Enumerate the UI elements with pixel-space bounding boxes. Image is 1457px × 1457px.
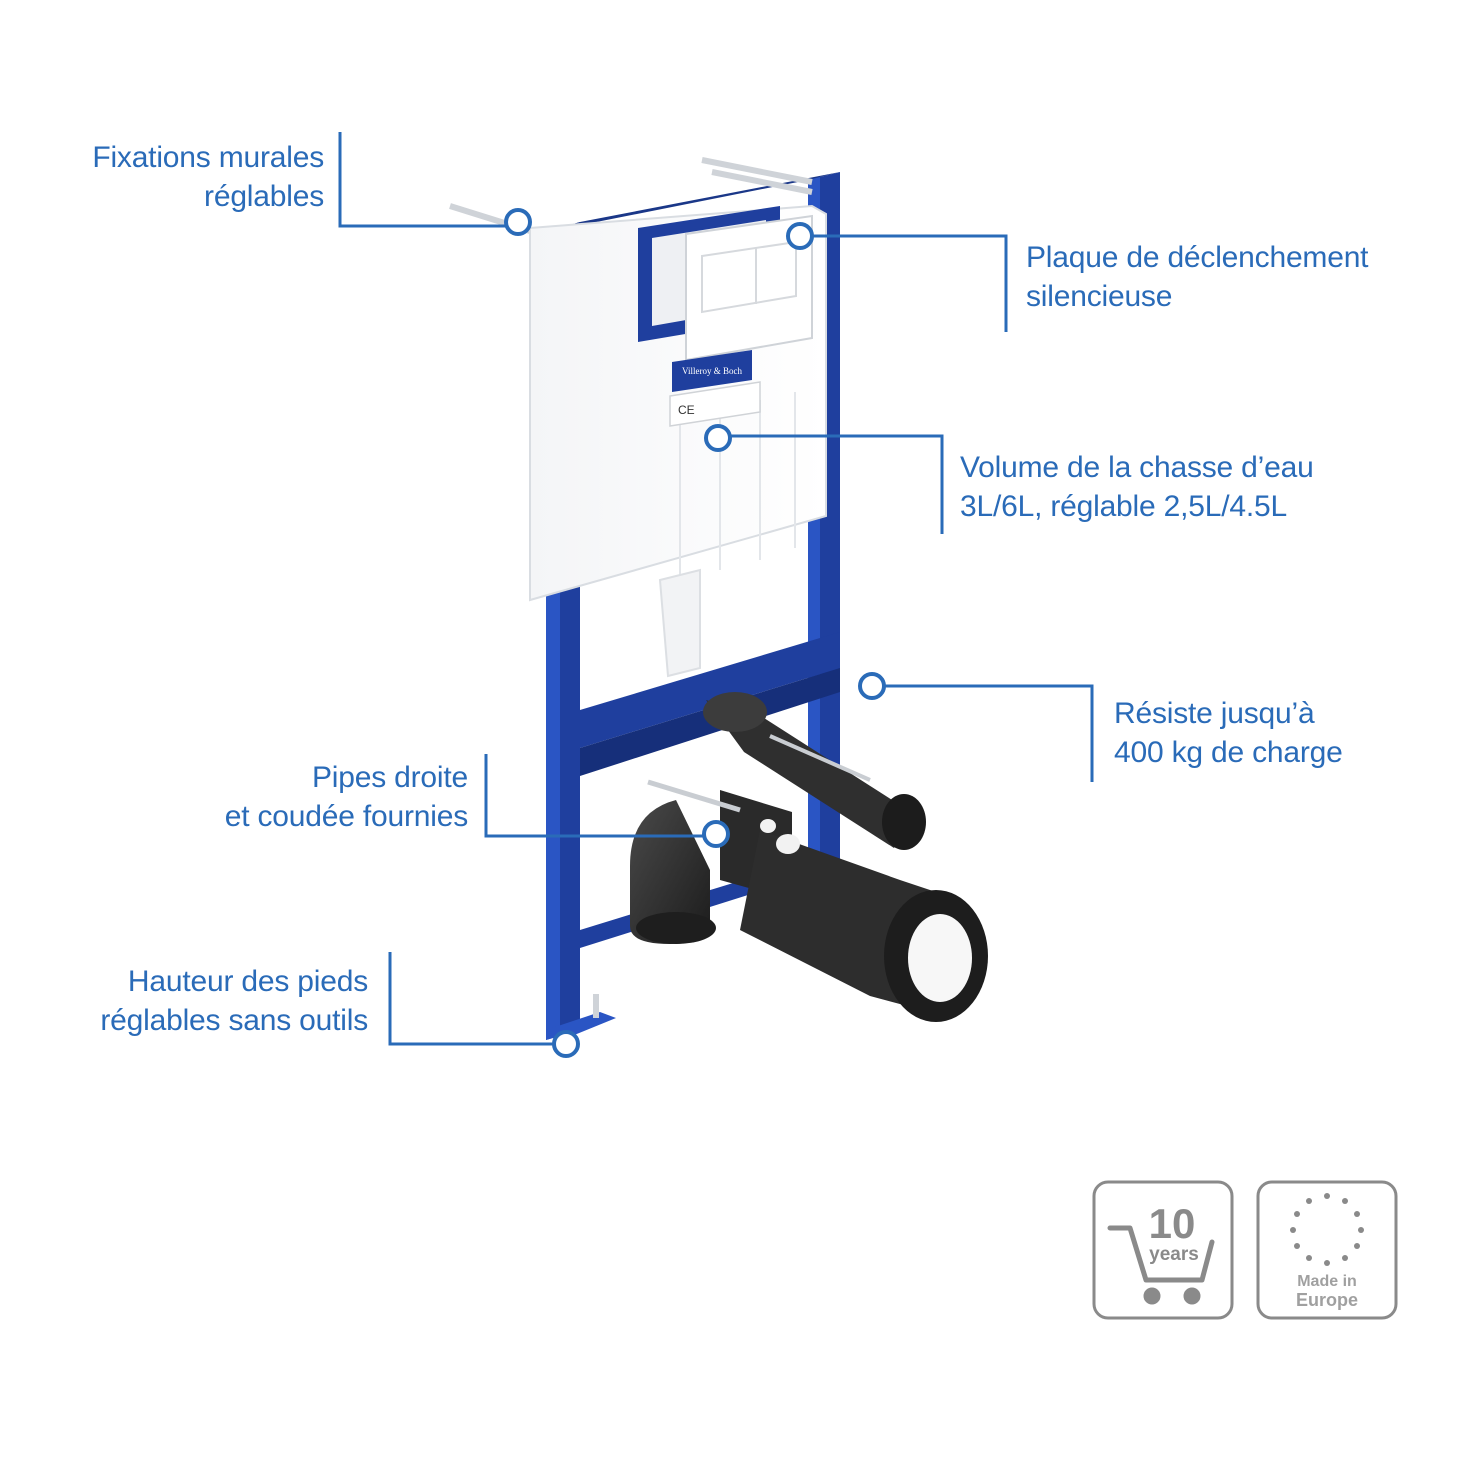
callout-load: Résiste jusqu’à 400 kg de charge <box>1114 694 1343 772</box>
shopping-cart-icon <box>1107 1225 1215 1305</box>
callout-feet-line2: réglables sans outils <box>100 1004 368 1037</box>
callout-markers <box>504 208 886 1058</box>
callout-feet: Hauteur des pieds réglables sans outils <box>60 962 368 1040</box>
warranty-unit: years <box>1149 1244 1199 1265</box>
eu-stars-icon <box>1290 1193 1364 1266</box>
callout-pipes-line1: Pipes droite <box>311 761 468 794</box>
callout-flush-volume: Volume de la chasse d’eau 3L/6L, réglabl… <box>960 448 1314 526</box>
callout-feet-line1: Hauteur des pieds <box>127 965 368 998</box>
callout-marker-flush-plate <box>786 222 814 250</box>
callout-marker-pipes <box>702 820 730 848</box>
callout-flush-plate-line1: Plaque de déclenchement <box>1026 241 1369 274</box>
callout-marker-flush-volume <box>704 424 732 452</box>
callout-wall-fixings-line2: réglables <box>204 180 324 213</box>
warranty-number: 10 <box>1149 1200 1196 1247</box>
callout-marker-wall-fixings <box>504 208 532 236</box>
callout-flush-plate-line2: silencieuse <box>1026 280 1173 313</box>
brand-sticker-text: Villeroy & Boch <box>682 366 742 376</box>
callout-marker-feet <box>552 1030 580 1058</box>
cistern <box>529 204 827 678</box>
callout-pipes-line2: et coudée fournies <box>224 800 468 833</box>
callout-pipes: Pipes droite et coudée fournies <box>170 758 468 836</box>
callout-wall-fixings-line1: Fixations murales <box>92 141 324 174</box>
callout-flush-plate: Plaque de déclenchement silencieuse <box>1026 238 1369 316</box>
callout-lines <box>338 132 1094 1046</box>
callout-marker-load <box>858 672 886 700</box>
callout-load-line2: 400 kg de charge <box>1114 736 1343 769</box>
callout-flush-volume-line1: Volume de la chasse d’eau <box>960 451 1314 484</box>
origin-badge: Made in Europe <box>1256 1180 1398 1320</box>
ce-mark-text: CE <box>678 403 695 417</box>
origin-line-1: Made in <box>1297 1273 1357 1290</box>
origin-line-2: Europe <box>1296 1290 1358 1310</box>
warranty-badge: 10 years <box>1092 1180 1234 1320</box>
callout-flush-volume-line2: 3L/6L, réglable 2,5L/4.5L <box>960 490 1287 523</box>
callout-wall-fixings: Fixations murales réglables <box>60 138 324 216</box>
callout-load-line1: Résiste jusqu’à <box>1114 697 1315 730</box>
